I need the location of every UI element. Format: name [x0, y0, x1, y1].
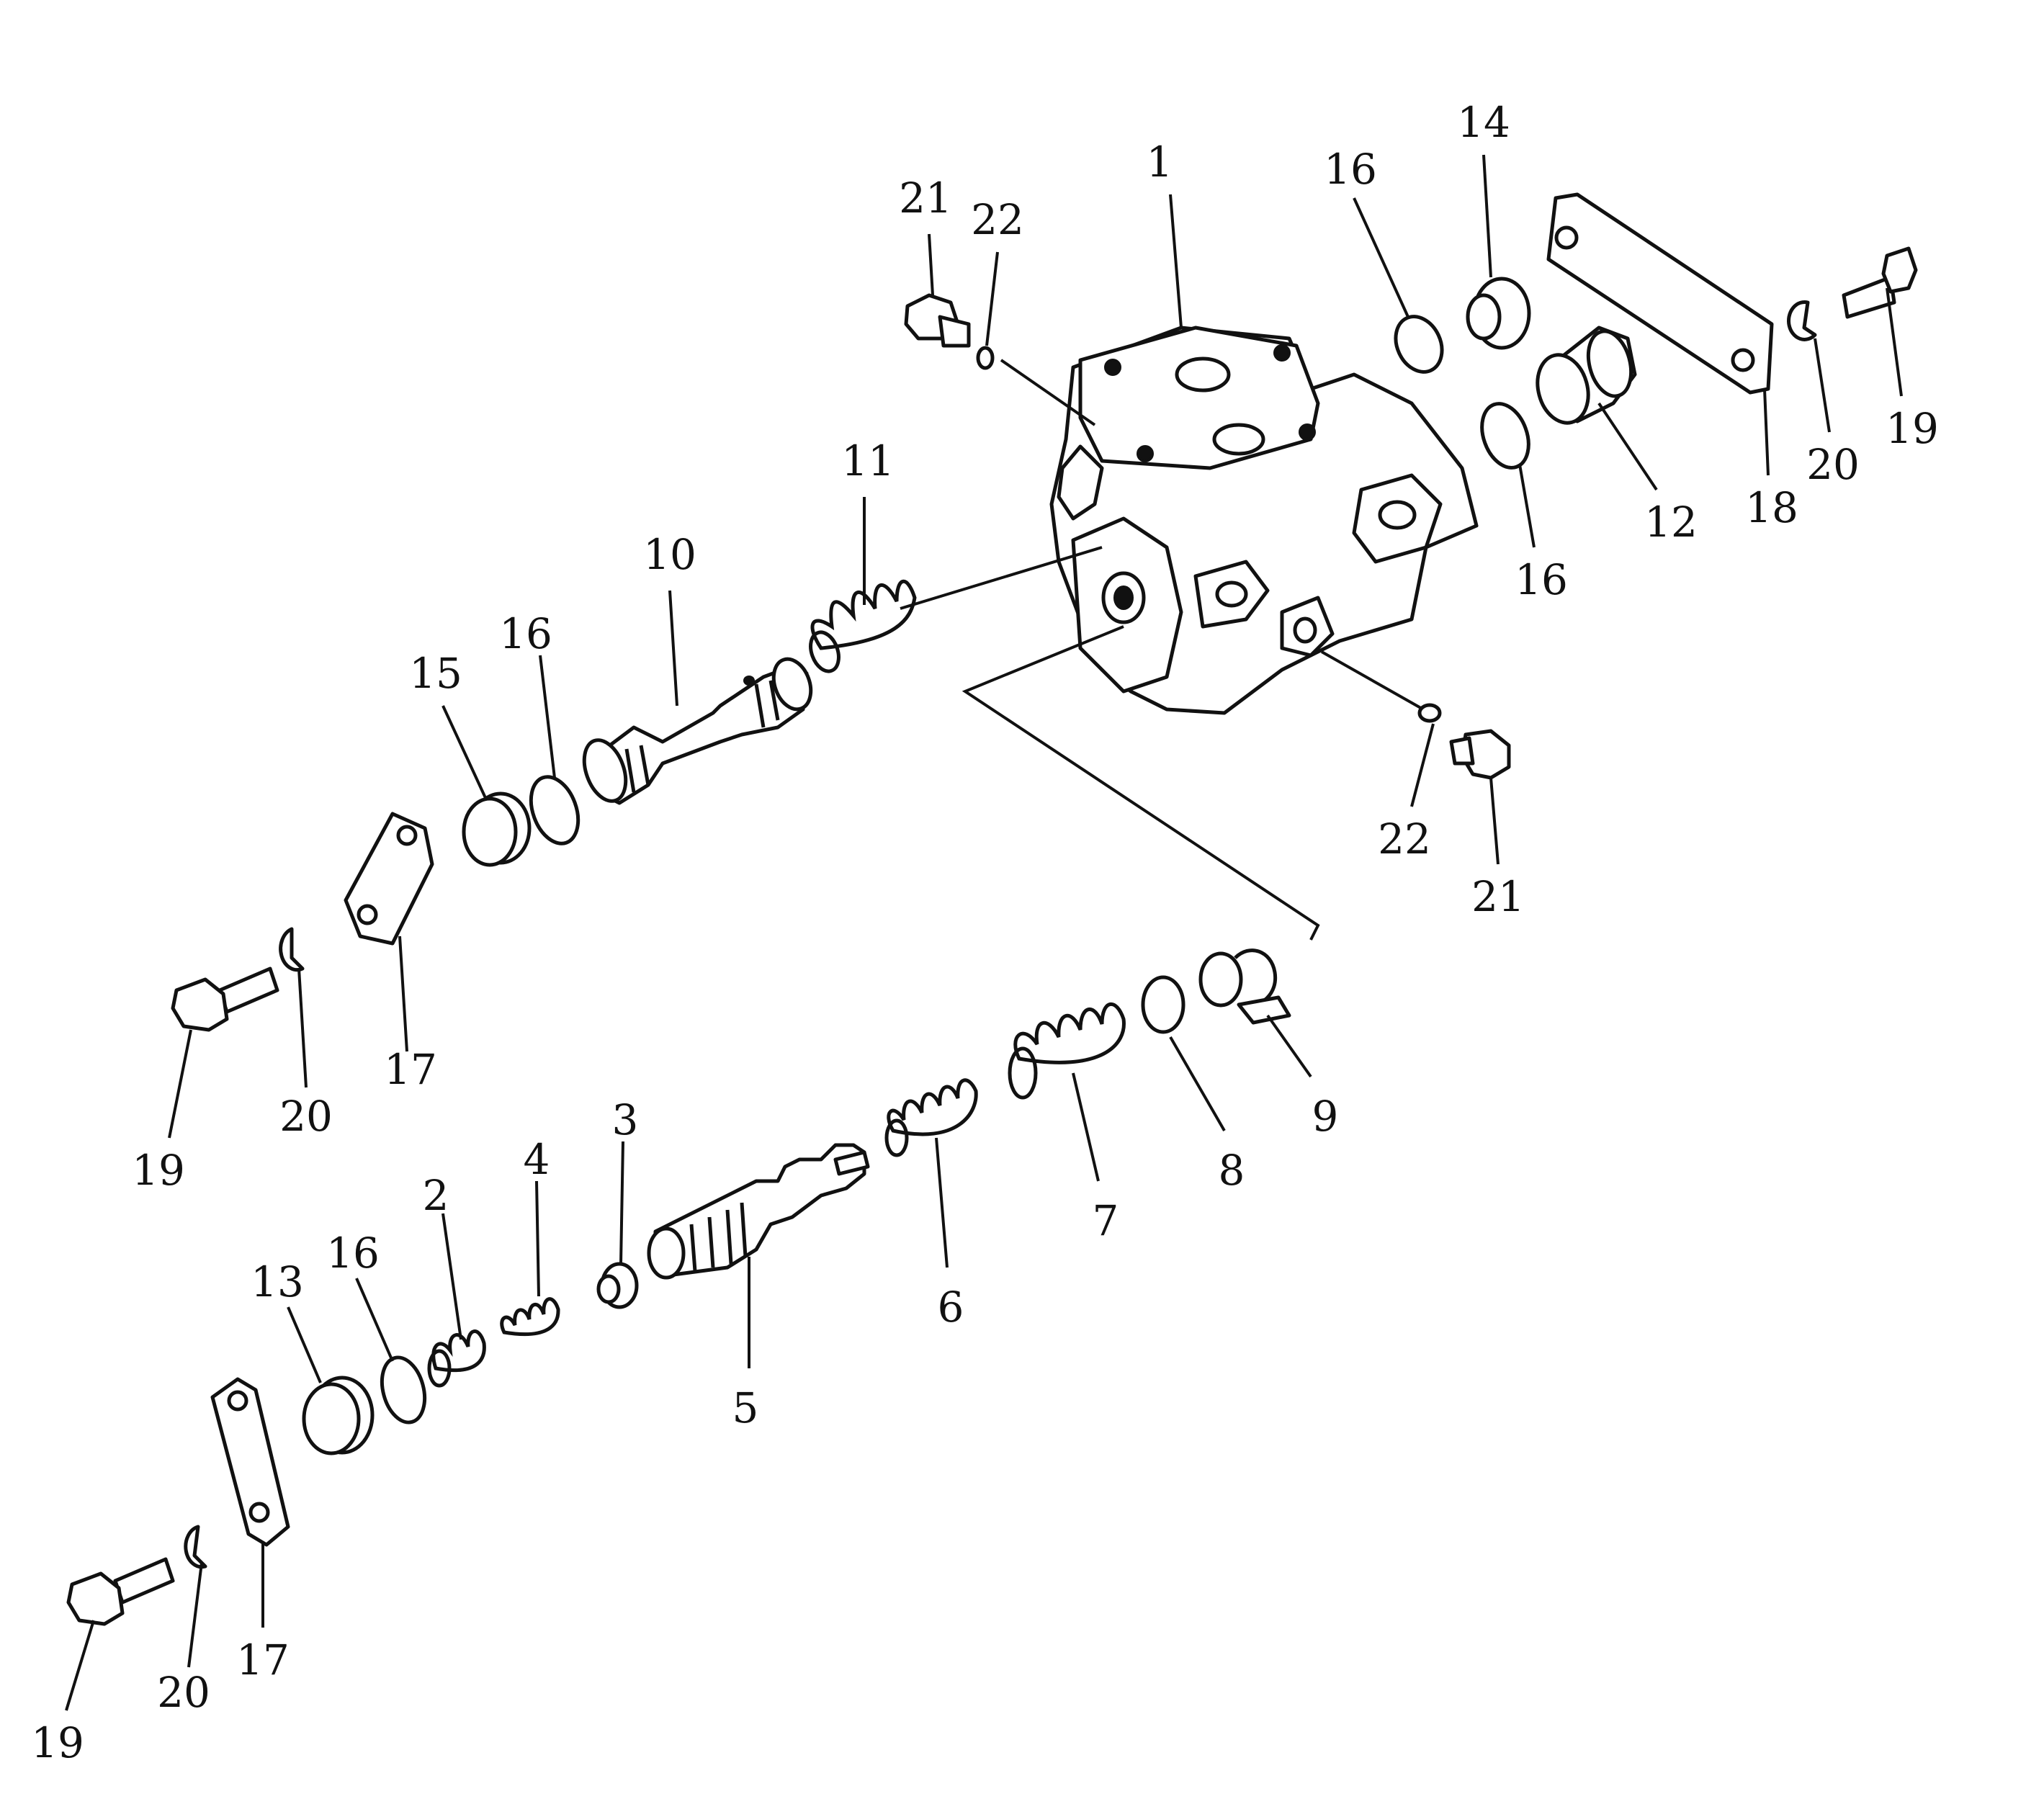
bolt-19-bottom — [66, 1557, 175, 1626]
callout-19-upper-right: 19 — [1886, 404, 1939, 453]
callout-15: 15 — [409, 649, 462, 698]
washer-8 — [1141, 975, 1185, 1034]
callout-21-top: 21 — [899, 174, 952, 223]
callout-20-middle: 20 — [279, 1092, 333, 1141]
callout-11: 11 — [841, 436, 895, 485]
callout-18: 18 — [1745, 483, 1798, 532]
seat-9 — [1198, 948, 1291, 1025]
callout-14: 14 — [1457, 98, 1510, 147]
plug-12 — [1536, 326, 1637, 425]
valve-body — [1049, 326, 1479, 715]
callout-22-right: 22 — [1378, 815, 1431, 863]
spool-10 — [582, 657, 813, 805]
plate-17-middle — [344, 812, 434, 946]
cap-3 — [596, 1262, 639, 1309]
washer-20-bottom — [184, 1525, 207, 1569]
callout-10: 10 — [643, 530, 696, 579]
callout-1: 1 — [1147, 138, 1173, 187]
spring-4 — [500, 1297, 560, 1337]
callout-9: 9 — [1312, 1092, 1339, 1141]
callout-7: 7 — [1093, 1196, 1119, 1245]
plug-15 — [462, 791, 532, 867]
callout-6: 6 — [938, 1283, 964, 1332]
spring-6 — [884, 1078, 978, 1157]
o-ring-16-right — [1480, 402, 1530, 470]
callout-17-bottom: 17 — [236, 1636, 290, 1684]
spring-11 — [809, 579, 917, 673]
plug-21-right — [1449, 729, 1511, 780]
washer-20-upper-right — [1787, 300, 1817, 341]
plug-13 — [302, 1376, 375, 1455]
callout-16-right: 16 — [1515, 555, 1568, 604]
plug-21-top — [904, 293, 971, 348]
callout-20-bottom: 20 — [157, 1668, 210, 1717]
callout-leaders — [65, 154, 1903, 1711]
callout-19-middle: 19 — [132, 1146, 185, 1195]
plate-18 — [1546, 192, 1774, 395]
spring-2 — [427, 1329, 486, 1388]
callout-19-bottom: 19 — [31, 1718, 84, 1767]
callout-12: 12 — [1644, 498, 1698, 547]
plate-17-bottom — [210, 1377, 290, 1547]
callout-4: 4 — [524, 1135, 550, 1184]
callout-17-middle: 17 — [384, 1045, 437, 1094]
o-ring-22-right — [1417, 703, 1442, 723]
bolt-19-upper-right — [1842, 246, 1918, 319]
callout-16-bottom: 16 — [326, 1229, 380, 1278]
callout-21-right: 21 — [1471, 872, 1525, 921]
o-ring-16-middle — [529, 775, 581, 845]
plug-14 — [1466, 277, 1531, 350]
washer-20-middle — [279, 927, 305, 972]
callout-16-top: 16 — [1324, 145, 1377, 194]
callout-labels: 1 2 3 4 5 6 7 8 9 10 11 12 13 14 15 16 1… — [31, 98, 1939, 1767]
callout-20-upper-right: 20 — [1806, 440, 1860, 489]
callout-22-top: 22 — [971, 195, 1024, 244]
o-ring-16-upper-right — [1394, 315, 1444, 374]
bolt-19-middle — [171, 966, 279, 1032]
callout-16-middle: 16 — [499, 609, 552, 658]
o-ring-16-bottom — [380, 1355, 427, 1425]
piston-5 — [647, 1143, 870, 1280]
callout-13: 13 — [251, 1257, 304, 1306]
spring-7 — [1008, 1002, 1126, 1100]
callout-8: 8 — [1219, 1146, 1245, 1195]
o-ring-22-top — [976, 346, 995, 370]
callout-5: 5 — [732, 1383, 759, 1432]
callout-3: 3 — [612, 1095, 639, 1144]
callout-2: 2 — [423, 1171, 449, 1220]
